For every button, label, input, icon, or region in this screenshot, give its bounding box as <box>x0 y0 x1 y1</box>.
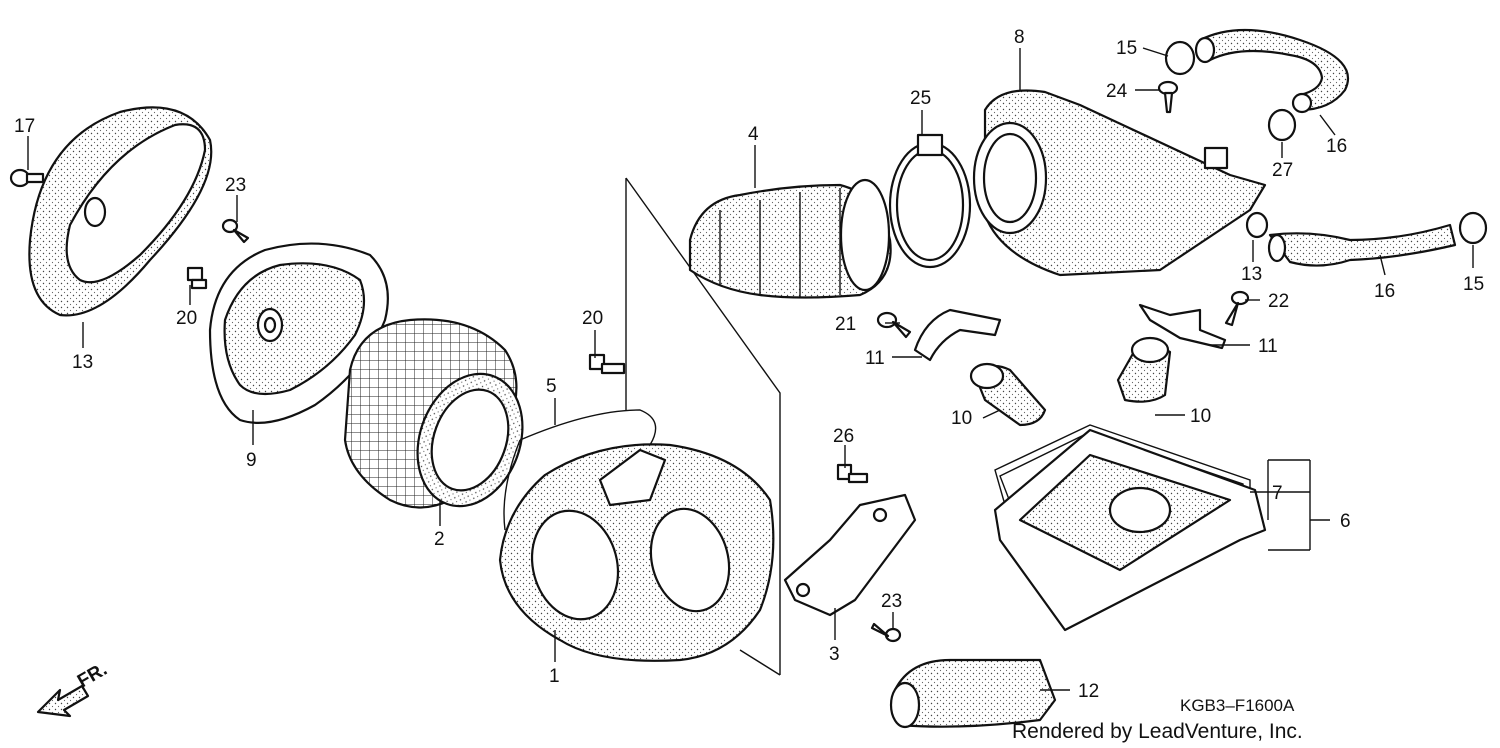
callout-20-right: 22 <box>1268 291 1289 312</box>
callout-14: 13 <box>1241 264 1262 285</box>
callout-24: 24 <box>1106 81 1128 102</box>
screw-24-part <box>1157 80 1179 114</box>
callout-12: 12 <box>1078 681 1099 702</box>
clip-11-right-part <box>1138 303 1227 350</box>
clamp-15-part <box>1458 211 1488 245</box>
callout-8: 8 <box>1014 27 1025 48</box>
callout-17: 15 <box>1116 38 1137 59</box>
hose-16-part <box>1267 223 1457 267</box>
callout-7: 7 <box>1272 483 1283 504</box>
insulator-10-left-part <box>969 362 1047 427</box>
outer-cover-part <box>28 106 213 317</box>
clamp-17-part <box>1164 40 1196 76</box>
callout-11-left: 11 <box>865 348 885 369</box>
callout-27: 27 <box>1272 160 1293 181</box>
callout-15: 15 <box>1463 274 1484 295</box>
screw-23-lower-part <box>870 622 902 643</box>
leader-lines <box>27 47 1474 691</box>
callout-10-right: 10 <box>1190 406 1211 427</box>
callout-18: 16 <box>1326 136 1347 157</box>
bolt-20-left-part <box>876 311 912 339</box>
callout-3: 3 <box>829 644 840 665</box>
callout-23-upper: 23 <box>225 175 246 196</box>
callout-21: 20 <box>582 308 603 329</box>
screw-23-upper-part <box>221 218 250 244</box>
air-cleaner-housing-part <box>498 443 775 662</box>
air-filter-element-part <box>343 318 524 509</box>
callout-9: 9 <box>246 450 257 471</box>
upper-air-box-part <box>972 89 1267 277</box>
callout-25: 25 <box>910 88 931 109</box>
seal-5-part <box>503 409 657 531</box>
duct-12-part <box>889 658 1057 729</box>
bolt-26-part <box>836 463 869 484</box>
callout-1: 1 <box>549 666 560 687</box>
bolt-19-part <box>9 168 45 188</box>
callout-16: 16 <box>1374 281 1395 302</box>
callout-labels: 17 23 20 13 9 2 1 5 20 4 26 3 23 12 21 1… <box>14 27 1484 702</box>
intake-tube-part <box>688 178 892 299</box>
part-code: KGB3–F1600A <box>1180 696 1295 715</box>
callout-23-lower: 23 <box>881 591 902 612</box>
callout-13: 13 <box>72 352 93 373</box>
clamp-25-part <box>888 133 972 269</box>
filter-cover-frame-part <box>208 242 389 424</box>
callout-5: 5 <box>546 376 557 397</box>
callout-2: 2 <box>434 529 445 550</box>
callout-26: 26 <box>833 426 854 447</box>
lower-air-box-part <box>993 428 1267 632</box>
clip-11-left-part <box>913 308 1002 362</box>
callout-19: 17 <box>14 116 35 137</box>
clamp-14-part <box>1245 211 1269 239</box>
bracket-3-part <box>783 493 917 617</box>
assembly-frame-lines <box>625 177 781 676</box>
clamp-27-part <box>1267 108 1297 142</box>
bolt-20-right-part <box>1224 290 1250 327</box>
front-direction-arrow-icon <box>36 684 90 718</box>
callout-6: 6 <box>1340 511 1351 532</box>
hose-18-part <box>1194 28 1350 114</box>
callout-11-right: 11 <box>1258 336 1278 357</box>
bolt-22-part <box>186 266 208 290</box>
callout-20-left: 21 <box>835 314 856 335</box>
callout-4: 4 <box>748 124 759 145</box>
insulator-10-right-part <box>1116 336 1172 403</box>
render-credit: Rendered by LeadVenture, Inc. <box>1012 720 1303 743</box>
callout-10-left: 10 <box>951 408 972 429</box>
bolt-21-part <box>588 353 626 375</box>
callout-22: 20 <box>176 308 197 329</box>
